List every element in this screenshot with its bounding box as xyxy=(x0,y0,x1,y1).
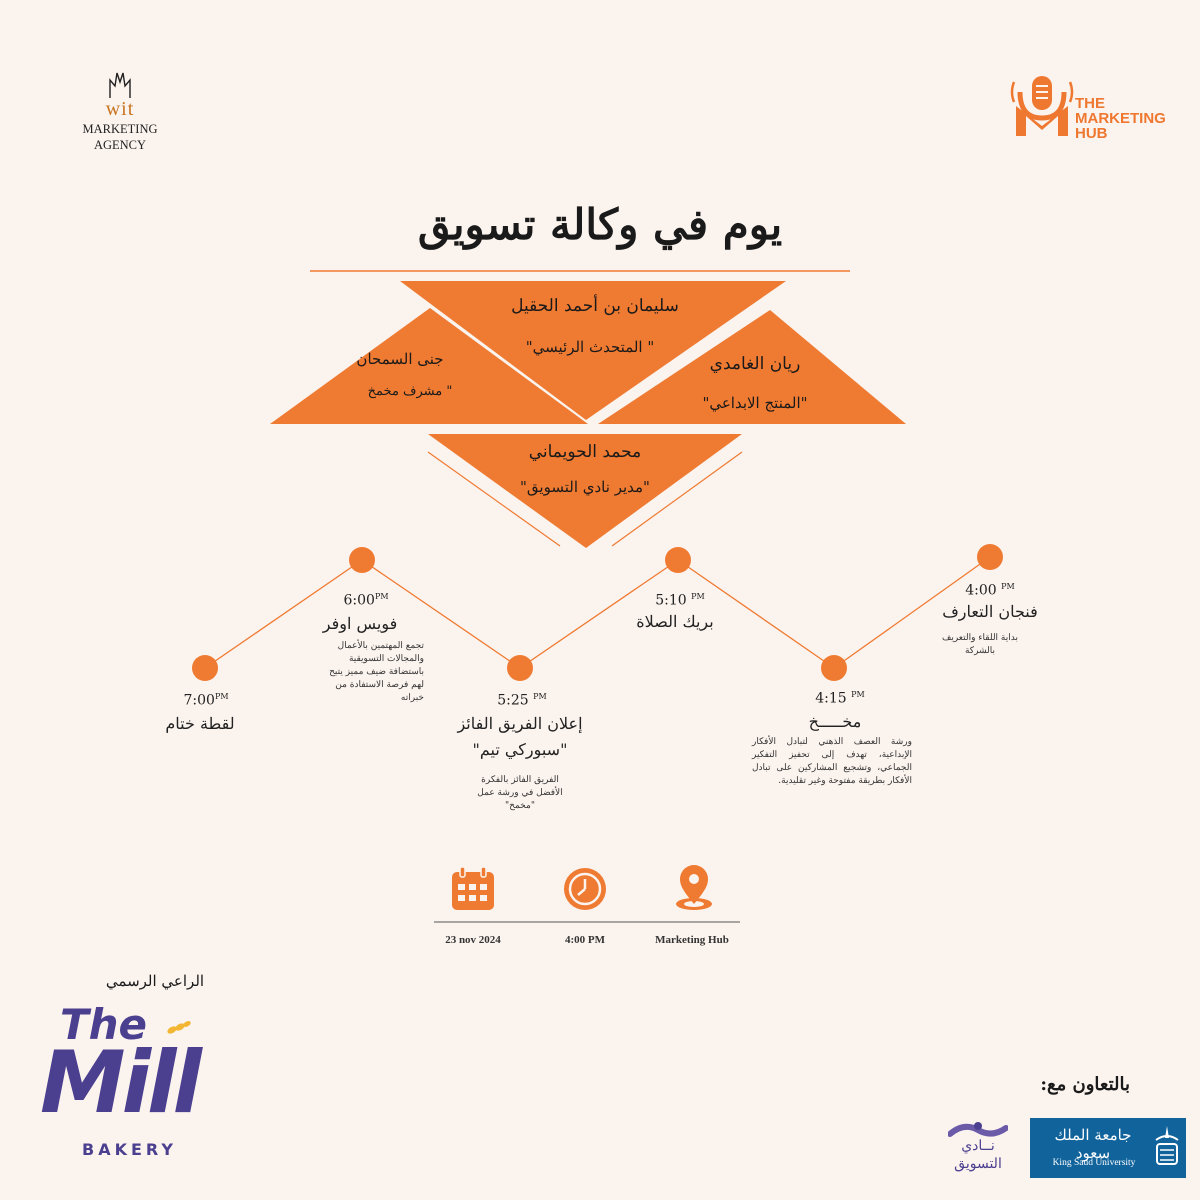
wit-wordmark: wit xyxy=(105,98,135,120)
ksu-logo-english: King Saud University xyxy=(1052,1158,1136,1168)
event-2-desc: ورشة العصف الذهني لتبادل الأفكار الإبداع… xyxy=(752,737,912,786)
event-3-title: بريك الصلاة xyxy=(636,612,714,631)
bottom-triangle-accent-right xyxy=(611,451,743,547)
hub-line1: THE xyxy=(1075,95,1105,112)
microphone-icon xyxy=(1010,76,1074,136)
event-date: 23 nov 2024 xyxy=(445,934,501,946)
wit-line2: AGENCY xyxy=(93,138,147,152)
marketing-hub-logo: THE MARKETING HUB xyxy=(1010,72,1180,142)
wit-line1: MARKETING xyxy=(82,122,158,136)
event-1-title: فنجان التعارف xyxy=(942,602,1038,621)
event-5-title: فويس اوفر xyxy=(322,614,398,633)
bottom-triangle-accent-left xyxy=(427,451,561,547)
speaker-bottom-role: "مدير نادي التسويق" xyxy=(520,478,650,496)
info-divider xyxy=(434,921,740,923)
event-4-desc: الفريق الفائز بالفكرة الأفضل في ورشة عمل… xyxy=(477,775,563,811)
bottom-speaker-triangle xyxy=(428,434,742,548)
speaker-top-name: سليمان بن أحمد الحقيل xyxy=(511,296,679,316)
event-6-title: لقطة ختام xyxy=(165,714,235,733)
wheat-icon xyxy=(167,1021,191,1034)
event-2-title: مخـــــخ xyxy=(808,712,862,731)
event-2-time: 4:15 PM xyxy=(815,690,865,707)
sponsor-label: الراعي الرسمي xyxy=(105,972,205,990)
marketing-club-logo: نــادي التسويق xyxy=(938,1120,1018,1180)
event-location: Marketing Hub xyxy=(655,934,729,946)
timeline-dot-1 xyxy=(977,544,1003,570)
right-speaker-triangle xyxy=(598,310,906,424)
club-logo-line1: نــادي xyxy=(961,1138,995,1154)
speaker-left-role: " مشرف مخمخ xyxy=(367,384,453,399)
location-pin-icon xyxy=(676,865,712,910)
event-1-time: 4:00 PM xyxy=(965,582,1015,599)
event-5-desc: تجمع المهتمين بالأعمال والمجالات التسويق… xyxy=(329,641,424,703)
speaker-right-role: "المنتج الابداعي" xyxy=(702,394,808,412)
speaker-top-role: " المتحدث الرئيسي" xyxy=(525,338,655,356)
hub-line3: HUB xyxy=(1075,125,1108,142)
wit-marketing-agency-logo: wit MARKETING AGENCY xyxy=(70,70,170,170)
event-4-subtitle: "سبوركي تيم" xyxy=(472,740,568,759)
event-6-time: 7:00PM xyxy=(183,692,229,709)
collaboration-label: بالتعاون مع: xyxy=(1040,1074,1130,1095)
timeline-line xyxy=(204,556,991,669)
event-start-time: 4:00 PM xyxy=(564,934,605,946)
event-4-time: 5:25 PM xyxy=(497,692,547,709)
the-mill-bakery-logo: The Mill BAKERY xyxy=(40,1000,215,1175)
speaker-left-name: جنى السمحان xyxy=(356,350,444,368)
calendar-icon xyxy=(452,866,494,910)
page-title: يوم في وكالة تسويق xyxy=(417,200,783,249)
top-speaker-triangle xyxy=(400,281,786,420)
timeline-dot-2 xyxy=(821,655,847,681)
left-speaker-triangle xyxy=(270,308,588,424)
mill-logo-line1: The xyxy=(60,1000,148,1049)
ksu-emblem-icon xyxy=(1155,1126,1179,1165)
clock-icon xyxy=(564,868,606,910)
timeline-dot-4 xyxy=(507,655,533,681)
speaker-bottom-name: محمد الحويماني xyxy=(528,442,642,462)
club-logo-line2: التسويق xyxy=(954,1156,1002,1172)
mill-logo-line2: Mill xyxy=(40,1033,202,1133)
event-3-time: 5:10 PM xyxy=(655,592,705,609)
timeline-dot-5 xyxy=(349,547,375,573)
event-5-time: 6:00PM xyxy=(343,592,389,609)
event-4-title: إعلان الفريق الفائز xyxy=(457,714,583,733)
ksu-logo-arabic: جامعة الملك سعود xyxy=(1054,1126,1132,1162)
club-mark-icon xyxy=(948,1122,1008,1137)
speaker-right-name: ريان الغامدي xyxy=(709,354,801,374)
timeline-dot-3 xyxy=(665,547,691,573)
event-1-desc: بداية اللقاء والتعريف بالشركة xyxy=(942,633,1018,656)
hub-line2: MARKETING xyxy=(1075,110,1166,127)
timeline-dot-6 xyxy=(192,655,218,681)
crown-flame-icon xyxy=(109,72,131,98)
king-saud-university-logo: جامعة الملك سعود King Saud University xyxy=(1030,1118,1186,1178)
mill-logo-line3: BAKERY xyxy=(82,1140,177,1159)
